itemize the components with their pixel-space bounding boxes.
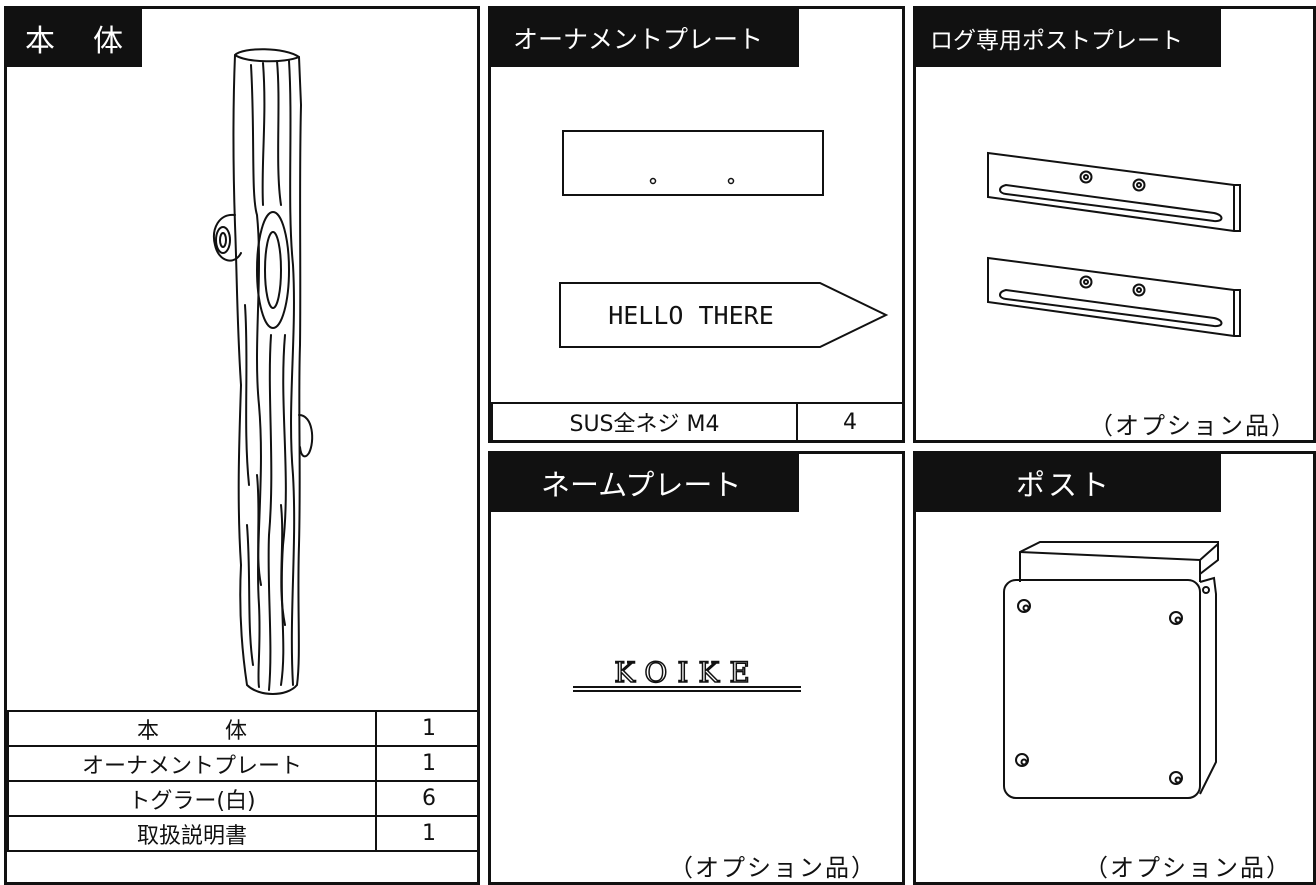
optional-note: （オプション品） — [669, 854, 877, 882]
part-qty: 1 — [375, 710, 477, 747]
post-plate-illustration — [987, 151, 1241, 232]
arrow-sign-text: HELLO THERE — [608, 301, 774, 330]
part-qty: 1 — [375, 745, 477, 782]
body-panel-title: 本 体 — [25, 24, 127, 59]
ornament-panel-title-bar: オーナメントプレート — [491, 9, 799, 67]
name-plate-panel-title: ネームプレート — [541, 468, 742, 502]
ornament-plate-panel: オーナメントプレート HELLO THERE SUS全ネジ M4 4 — [488, 6, 905, 443]
post-panel-title: ポスト — [1016, 468, 1113, 502]
table-row: オーナメントプレート 1 — [7, 745, 477, 782]
table-row: 取扱説明書 1 — [7, 815, 477, 852]
mailbox-illustration — [1003, 541, 1219, 799]
part-name: 取扱説明書 — [7, 815, 377, 852]
screw-qty: 4 — [796, 402, 902, 440]
post-panel: ポスト （オプション品） — [913, 451, 1316, 885]
post-panel-title-bar: ポスト — [916, 454, 1221, 512]
log-plate-panel-title: ログ専用ポストプレート — [930, 28, 1183, 54]
log-body-illustration — [213, 48, 314, 695]
post-plate-illustration — [987, 256, 1241, 337]
screw-table: SUS全ネジ M4 4 — [491, 402, 902, 440]
name-plate-panel-title-bar: ネームプレート — [491, 454, 799, 512]
table-row: SUS全ネジ M4 4 — [491, 402, 902, 440]
log-plate-panel-title-bar: ログ専用ポストプレート — [916, 9, 1221, 67]
optional-note: （オプション品） — [1089, 412, 1297, 440]
name-plate-illustration: KOIKE — [573, 640, 801, 692]
part-qty: 1 — [375, 815, 477, 852]
name-plate-base-line — [573, 686, 801, 692]
ornament-panel-title: オーナメントプレート — [513, 25, 764, 54]
name-plate-panel: ネームプレート KOIKE （オプション品） — [488, 451, 905, 885]
part-name: 本 体 — [7, 710, 377, 747]
blank-ornament-plate-illustration — [562, 130, 824, 196]
screw-name: SUS全ネジ M4 — [491, 402, 798, 440]
part-qty: 6 — [375, 780, 477, 817]
body-parts-table: 本 体 1 オーナメントプレート 1 トグラー(白) 6 取扱説明書 1 — [7, 710, 477, 852]
table-row: 本 体 1 — [7, 710, 477, 747]
name-plate-text: KOIKE — [613, 655, 760, 690]
log-post-plate-panel: ログ専用ポストプレート （オプション品） — [913, 6, 1316, 443]
part-name: トグラー(白) — [7, 780, 377, 817]
table-row: トグラー(白) 6 — [7, 780, 477, 817]
part-name: オーナメントプレート — [7, 745, 377, 782]
optional-note: （オプション品） — [1084, 854, 1292, 882]
body-panel: 本 体 本 体 1 — [4, 6, 480, 885]
arrow-sign-illustration — [559, 282, 889, 348]
body-panel-title-bar: 本 体 — [7, 9, 142, 67]
